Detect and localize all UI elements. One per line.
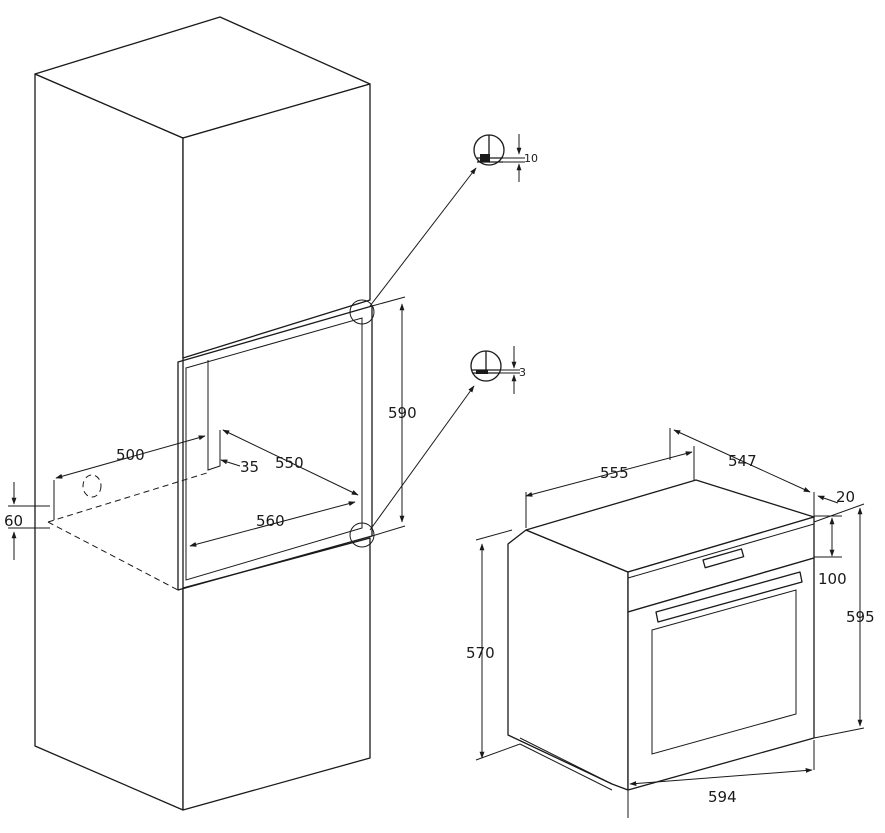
cabinet-front-upper: [182, 83, 371, 359]
dim-arrow-20: [817, 495, 839, 504]
niche-bottom-edge: [371, 525, 406, 537]
vent-hole: [82, 474, 102, 498]
detail-fill-top: [480, 154, 490, 162]
cabinet-unit: [34, 16, 371, 811]
dim-label-60: 60: [4, 512, 23, 530]
dim-label-570: 570: [466, 644, 495, 662]
detail-callouts: 10 3: [369, 134, 538, 531]
niche-dimensions: 590 560 550 500 35 60: [4, 303, 417, 560]
detail-label-3: 3: [519, 366, 526, 379]
dim-label-20: 20: [836, 488, 855, 506]
detail-label-10: 10: [524, 152, 538, 165]
dim-label-550: 550: [275, 454, 304, 472]
oven-side: [507, 529, 629, 791]
callout-leader-top: [369, 167, 477, 307]
oven-window: [651, 589, 797, 755]
dim-line-35: [220, 459, 241, 467]
dim-line-560: [189, 501, 356, 547]
oven-handle: [655, 571, 803, 623]
ext-line-100: [814, 515, 842, 558]
dim-label-555: 555: [600, 464, 629, 482]
niche-floor-hidden-line: [47, 521, 179, 591]
dim-label-35: 35: [240, 458, 259, 476]
niche-back-wall: [207, 360, 221, 471]
oven-display: [702, 548, 745, 569]
niche-frame-inner: [185, 317, 363, 581]
oven-dimensions: 555 547 20 100 595 570 594: [466, 428, 875, 818]
dim-label-590: 590: [388, 404, 417, 422]
dim-line-555: [525, 451, 693, 497]
ext-line-595: [813, 503, 865, 739]
dim-label-595: 595: [846, 608, 875, 626]
dim-line-550: [222, 429, 359, 496]
detail-ext-3: [500, 369, 520, 374]
dim-label-500: 500: [116, 446, 145, 464]
callout-leader-bottom: [369, 385, 475, 531]
niche-top-edge: [371, 296, 406, 307]
dim-line-500: [55, 435, 206, 479]
detail-marker-top: [349, 299, 375, 325]
detail-fill-bottom: [476, 370, 488, 374]
cabinet-side-panel: [34, 73, 184, 811]
dim-label-547: 547: [728, 452, 757, 470]
dim-label-594: 594: [708, 788, 737, 806]
dim-line-594: [629, 768, 813, 786]
ext-line-594: [627, 740, 815, 818]
dim-label-560: 560: [256, 512, 285, 530]
cabinet-back-hidden-line: [47, 471, 211, 523]
oven-panel-edge: [627, 523, 815, 579]
oven-base: [519, 737, 613, 791]
oven-niche: [47, 296, 406, 591]
ext-line-570: [475, 529, 521, 761]
cabinet-front-lower: [182, 537, 371, 811]
dim-label-100: 100: [818, 570, 847, 588]
oven-appliance: [507, 479, 815, 791]
detail-ext-10: [503, 157, 525, 163]
dim-line-547: [673, 429, 811, 493]
